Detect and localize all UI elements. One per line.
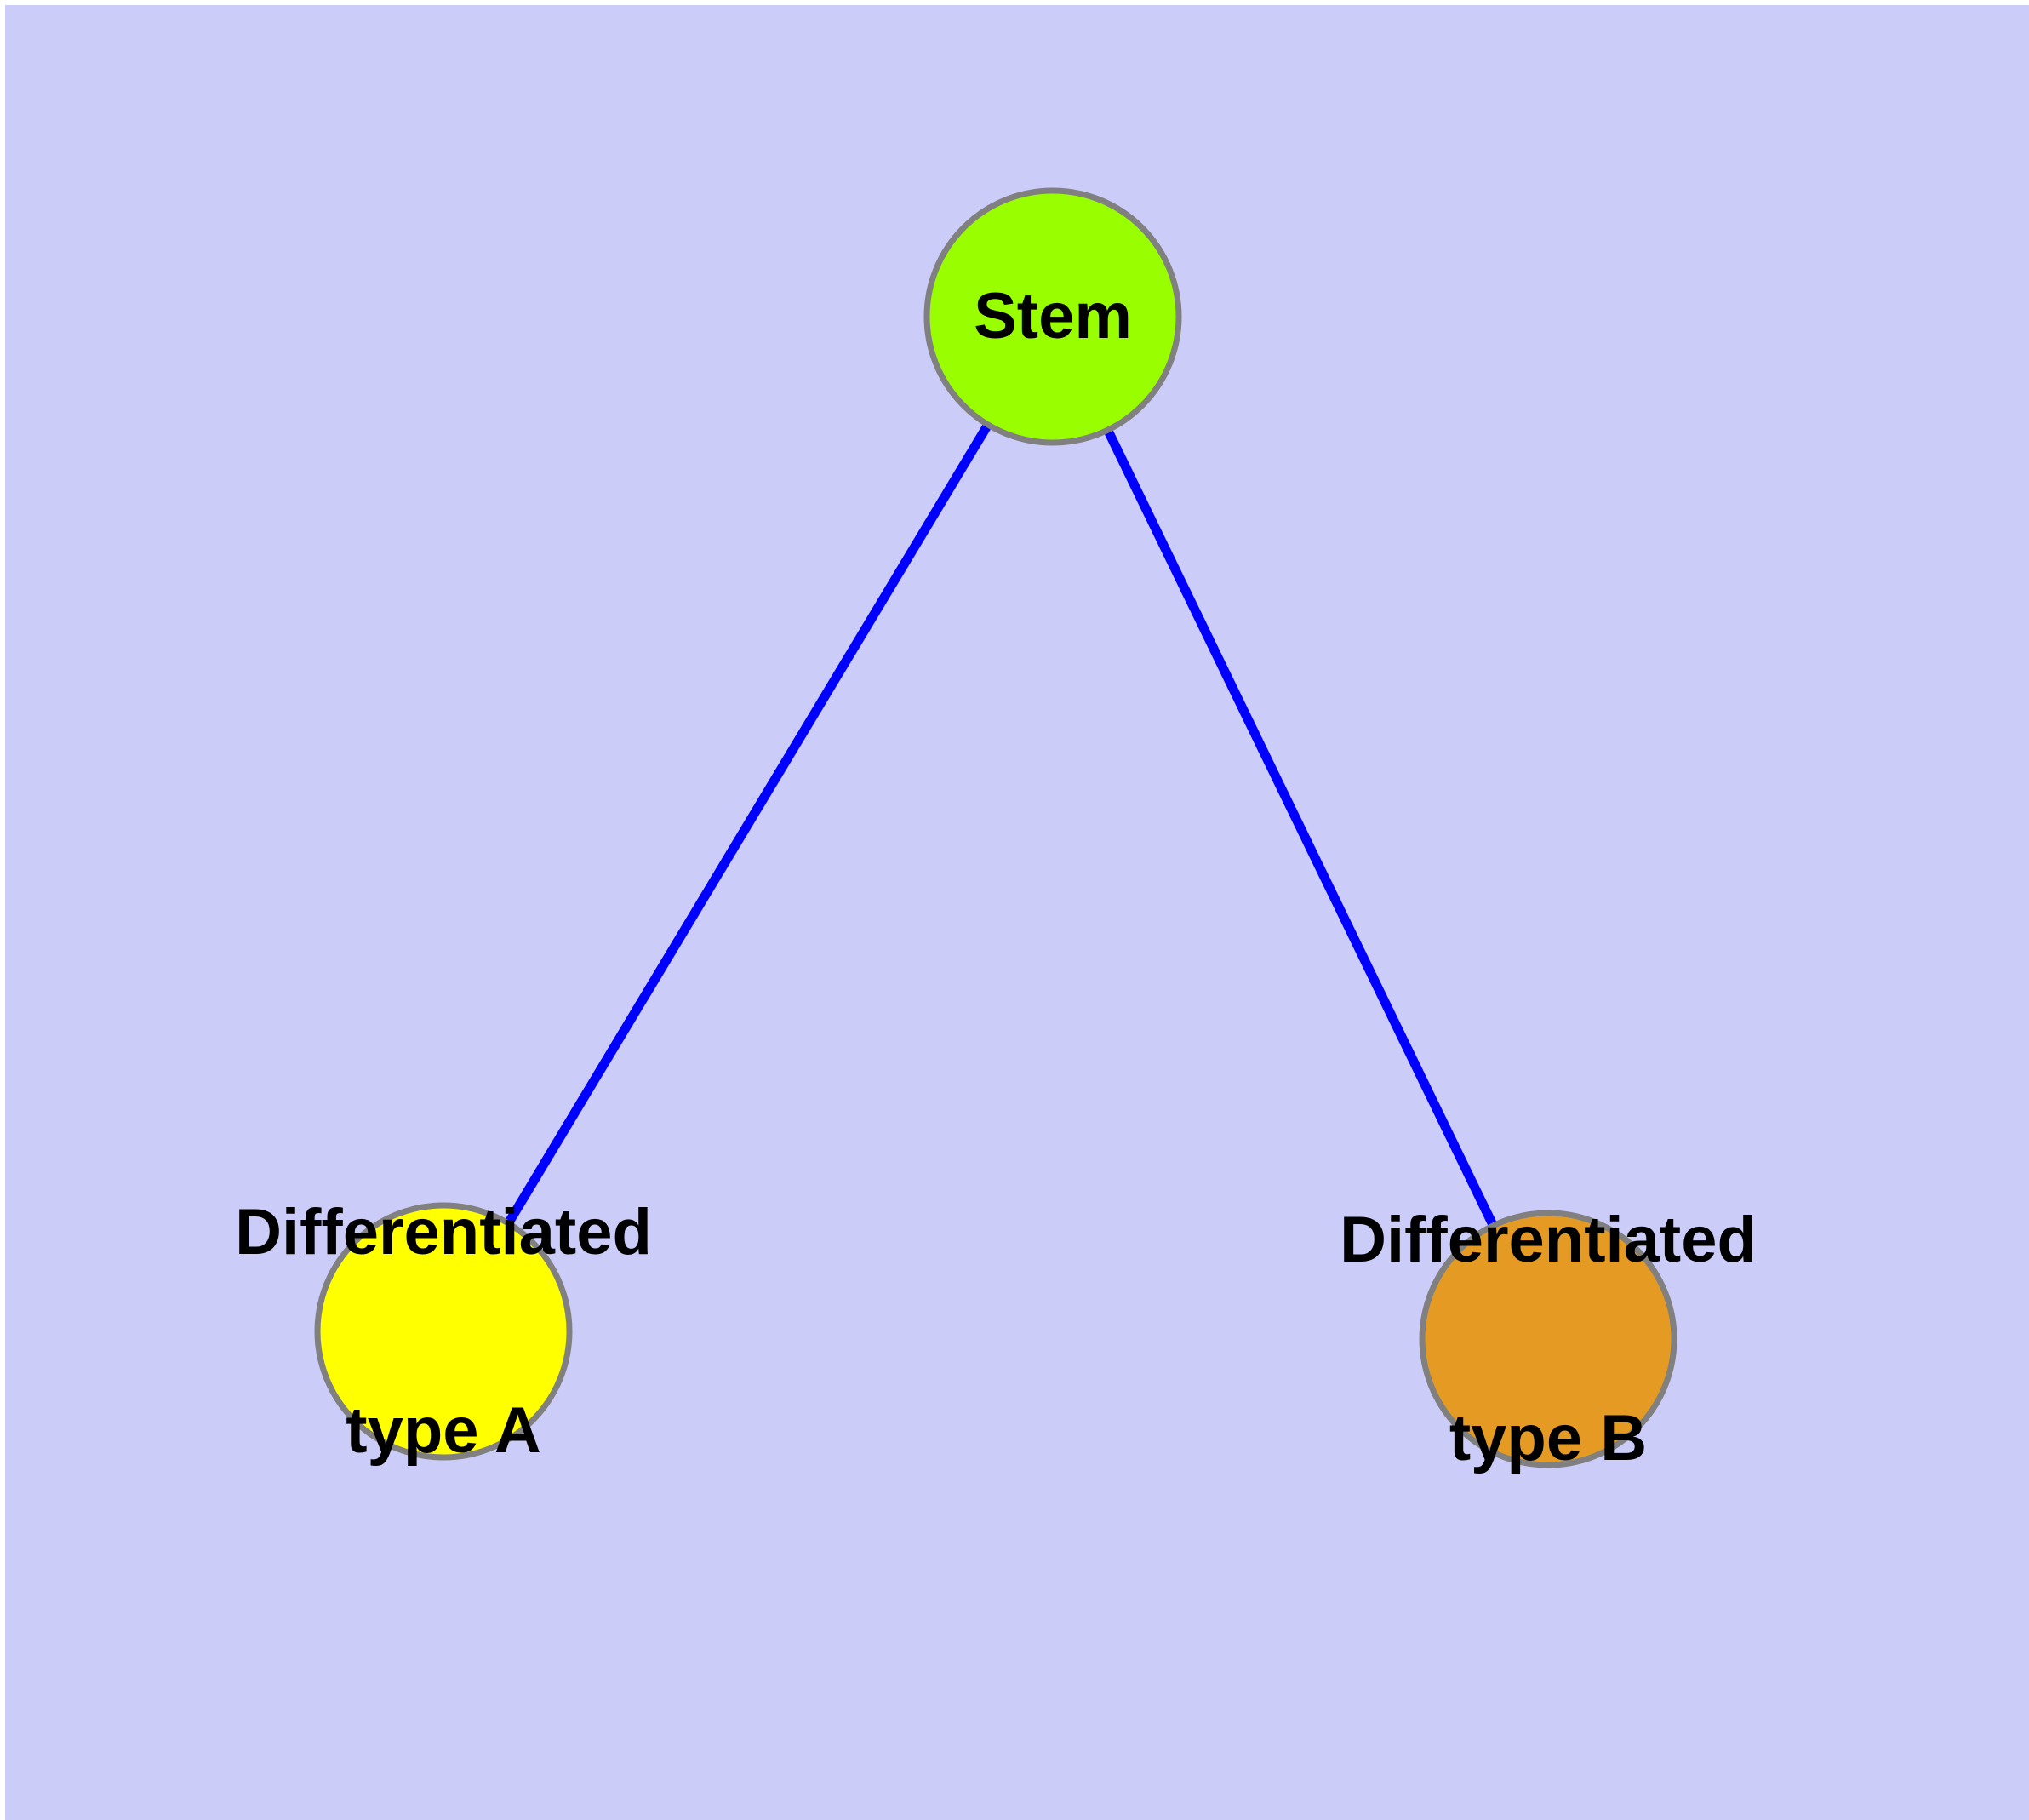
- node-layer: [314, 187, 1677, 1468]
- edge-stem-to-differentiated-type-a: [439, 314, 1057, 1334]
- node-stem[interactable]: [923, 187, 1182, 446]
- node-differentiated-type-a[interactable]: [314, 1202, 573, 1461]
- edge-layer: [439, 314, 1552, 1342]
- edge-stem-to-differentiated-type-b: [1049, 314, 1552, 1342]
- node-differentiated-type-b[interactable]: [1419, 1210, 1677, 1468]
